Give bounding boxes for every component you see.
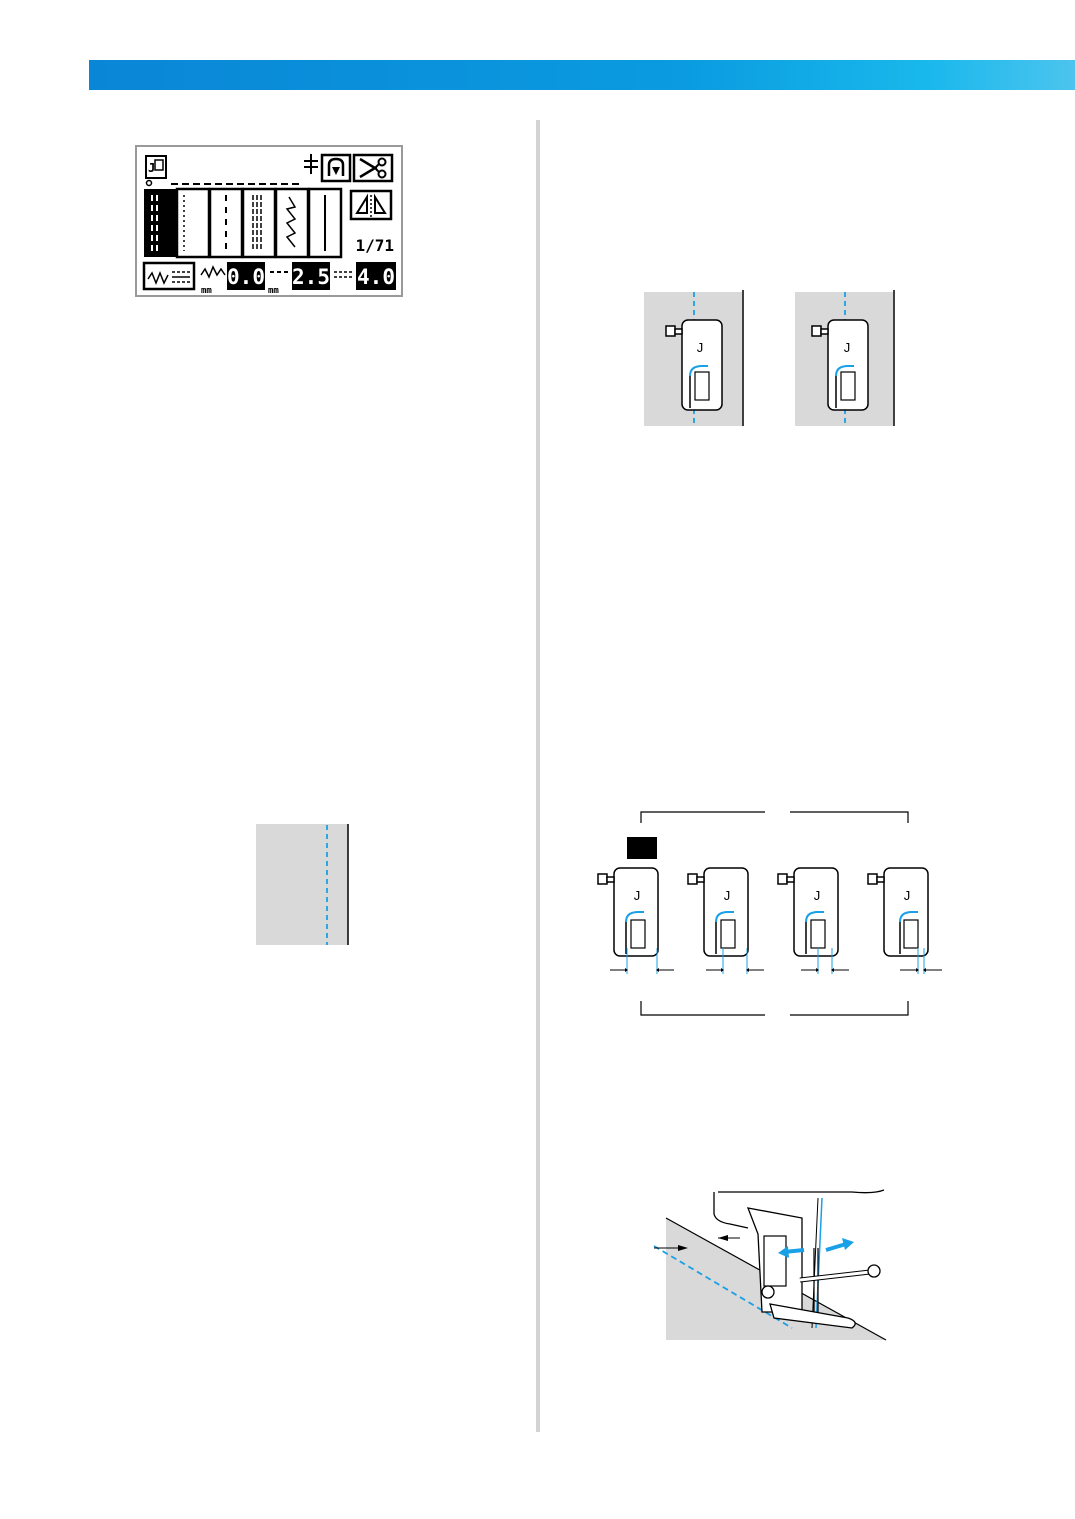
presser-foot-pos-1: J [597,867,674,974]
svg-text:J: J [904,888,911,903]
fabric-stitch-illustration [256,824,349,945]
length-value-box [292,262,330,290]
header-accent-bar [89,60,1075,90]
stitch-width-icon: mm [200,265,226,296]
stitch-pattern-selected[interactable] [144,189,176,257]
third-value: 4.0 [357,265,395,289]
svg-text:J: J [148,161,155,175]
default-setting-marker [627,837,657,859]
presser-foot-pos-4: J [867,867,942,974]
presser-foot-sewing-illustration [653,1189,887,1341]
stitch-pattern[interactable] [307,187,343,259]
column-divider [536,120,540,1432]
length-value: 2.5 [292,265,330,289]
presser-foot-j-icon: J [145,155,167,187]
third-setting-icon [334,271,352,278]
presser-foot-pos-2: J [687,867,764,974]
foot-letter: J [844,340,851,355]
width-value: 0.0 [227,265,265,289]
svg-text:J: J [724,888,731,903]
lcd-screen-illustration: J [135,145,403,297]
presser-foot-pos-3: J [777,867,849,974]
presser-foot-center: J [795,290,895,426]
svg-text:J: J [814,888,821,903]
foot-letter: J [697,340,704,355]
width-value-box [227,262,265,290]
needle-position-icon [304,154,318,174]
thread-cut-icon [352,153,394,183]
svg-text:mm: mm [201,286,212,296]
needle-position-comparison-illustration: J J [644,290,895,426]
svg-text:J: J [634,888,641,903]
stitch-pattern-list [144,187,343,259]
stitch-settings-icon [142,261,196,291]
page-indicator: 1/71 [355,236,394,255]
stitch-length-icon: mm [268,271,288,296]
mirror-image-icon [349,189,393,221]
reverse-reinforce-icon [320,153,352,183]
needle-position-range-illustration: J J J [597,811,942,1016]
svg-text:mm: mm [268,286,279,296]
presser-foot-left: J [644,290,744,426]
third-value-box [356,262,396,290]
